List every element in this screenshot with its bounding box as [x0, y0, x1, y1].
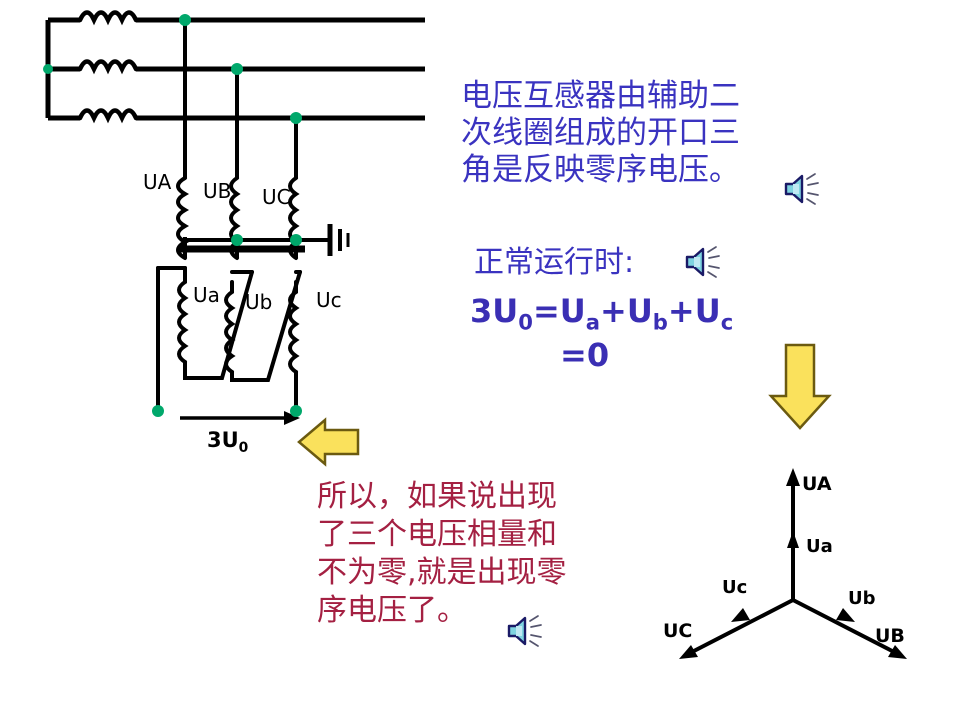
yellow-left-arrow [297, 417, 360, 467]
bus-inductor-a [77, 10, 139, 26]
yellow-down-arrow [768, 343, 832, 430]
primary-winding-a [176, 176, 190, 260]
normal-operation-label: 正常运行时: [474, 245, 635, 280]
node-tap-b [231, 63, 243, 75]
primary-tap-group [183, 20, 298, 178]
measurement-label-main: 3U [207, 428, 239, 452]
bus-inductor-group [77, 10, 139, 124]
secondary-winding-label-uc: Uc [316, 288, 342, 312]
phasor-line-b [792, 598, 897, 655]
primary-winding-label-ua: UA [143, 170, 172, 194]
ground-icon [305, 224, 350, 256]
phasor-label-ua-major: UA [802, 473, 832, 495]
junction-node-group [43, 14, 302, 417]
phasor-label-uc-major: UC [663, 620, 693, 642]
conclusion-paragraph: 所以，如果说出现 了三个电压相量和 不为零,就是出现零 序电压了。 [317, 479, 567, 628]
speaker-icon-conclusion[interactable] [505, 614, 549, 648]
secondary-winding-a [177, 266, 189, 364]
node-neutral-b [231, 234, 243, 246]
phasor-arrowhead-c-tip [679, 645, 698, 659]
transformer-note-paragraph: 电压互感器由辅助二 次线圈组成的开口三 角是反映零序电压。 [461, 78, 740, 188]
secondary-winding-c [288, 280, 300, 374]
bus-inductor-c [77, 108, 139, 124]
phasor-arrowhead-b-mid [836, 608, 855, 622]
formula-term-4: +U [600, 292, 653, 330]
formula-term-7: c [720, 309, 734, 335]
phasor-arrowhead-a-mid [787, 531, 799, 548]
formula-term-2: =U [532, 292, 586, 330]
secondary-winding-label-ub: Ub [245, 290, 273, 314]
phasor-line-c [689, 598, 794, 655]
phasor-arrowhead-a-tip [786, 468, 800, 486]
secondary-winding-label-ua: Ua [193, 283, 220, 307]
phasor-arrowhead-c-mid [731, 608, 750, 622]
primary-winding-label-uc: UC [262, 185, 291, 209]
node-secondary-out-right [290, 405, 302, 417]
phasor-label-ua-minor: Ua [806, 536, 833, 557]
bus-inductor-b [77, 59, 139, 75]
phasor-diagram-group [679, 468, 907, 659]
formula-line-2: =0 [560, 336, 610, 374]
measurement-label-3u0: 3U0 [207, 428, 248, 456]
delta-link-b-c [230, 270, 302, 382]
node-tap-a [179, 14, 191, 26]
formula-line-1: 3U0=Ua+Ub+Uc [470, 292, 733, 334]
phasor-arrowhead-b-tip [888, 645, 907, 659]
formula-term-0: 3U [470, 292, 519, 330]
primary-winding-label-ub: UB [203, 179, 232, 203]
phasor-label-ub-minor: Ub [848, 588, 876, 609]
node-tap-c [290, 112, 302, 124]
secondary-winding-group [156, 266, 302, 412]
speaker-icon-transformer-note[interactable] [782, 172, 826, 206]
delta-link-a-b [183, 270, 254, 380]
measurement-arrow-3u0 [180, 411, 300, 425]
node-bus-left [43, 64, 53, 74]
formula-term-1: 0 [518, 309, 533, 335]
phasor-label-ub-major: UB [875, 625, 905, 647]
speaker-icon-normal-operation[interactable] [683, 245, 727, 279]
node-neutral-c [290, 234, 302, 246]
formula-term-5: b [652, 309, 668, 335]
node-secondary-out-left [152, 405, 164, 417]
formula-term-3: a [585, 309, 600, 335]
measurement-label-subscript: 0 [238, 440, 249, 457]
secondary-winding-b [224, 280, 236, 374]
phasor-label-uc-minor: Uc [722, 577, 748, 598]
formula-term-6: +U [667, 292, 721, 330]
